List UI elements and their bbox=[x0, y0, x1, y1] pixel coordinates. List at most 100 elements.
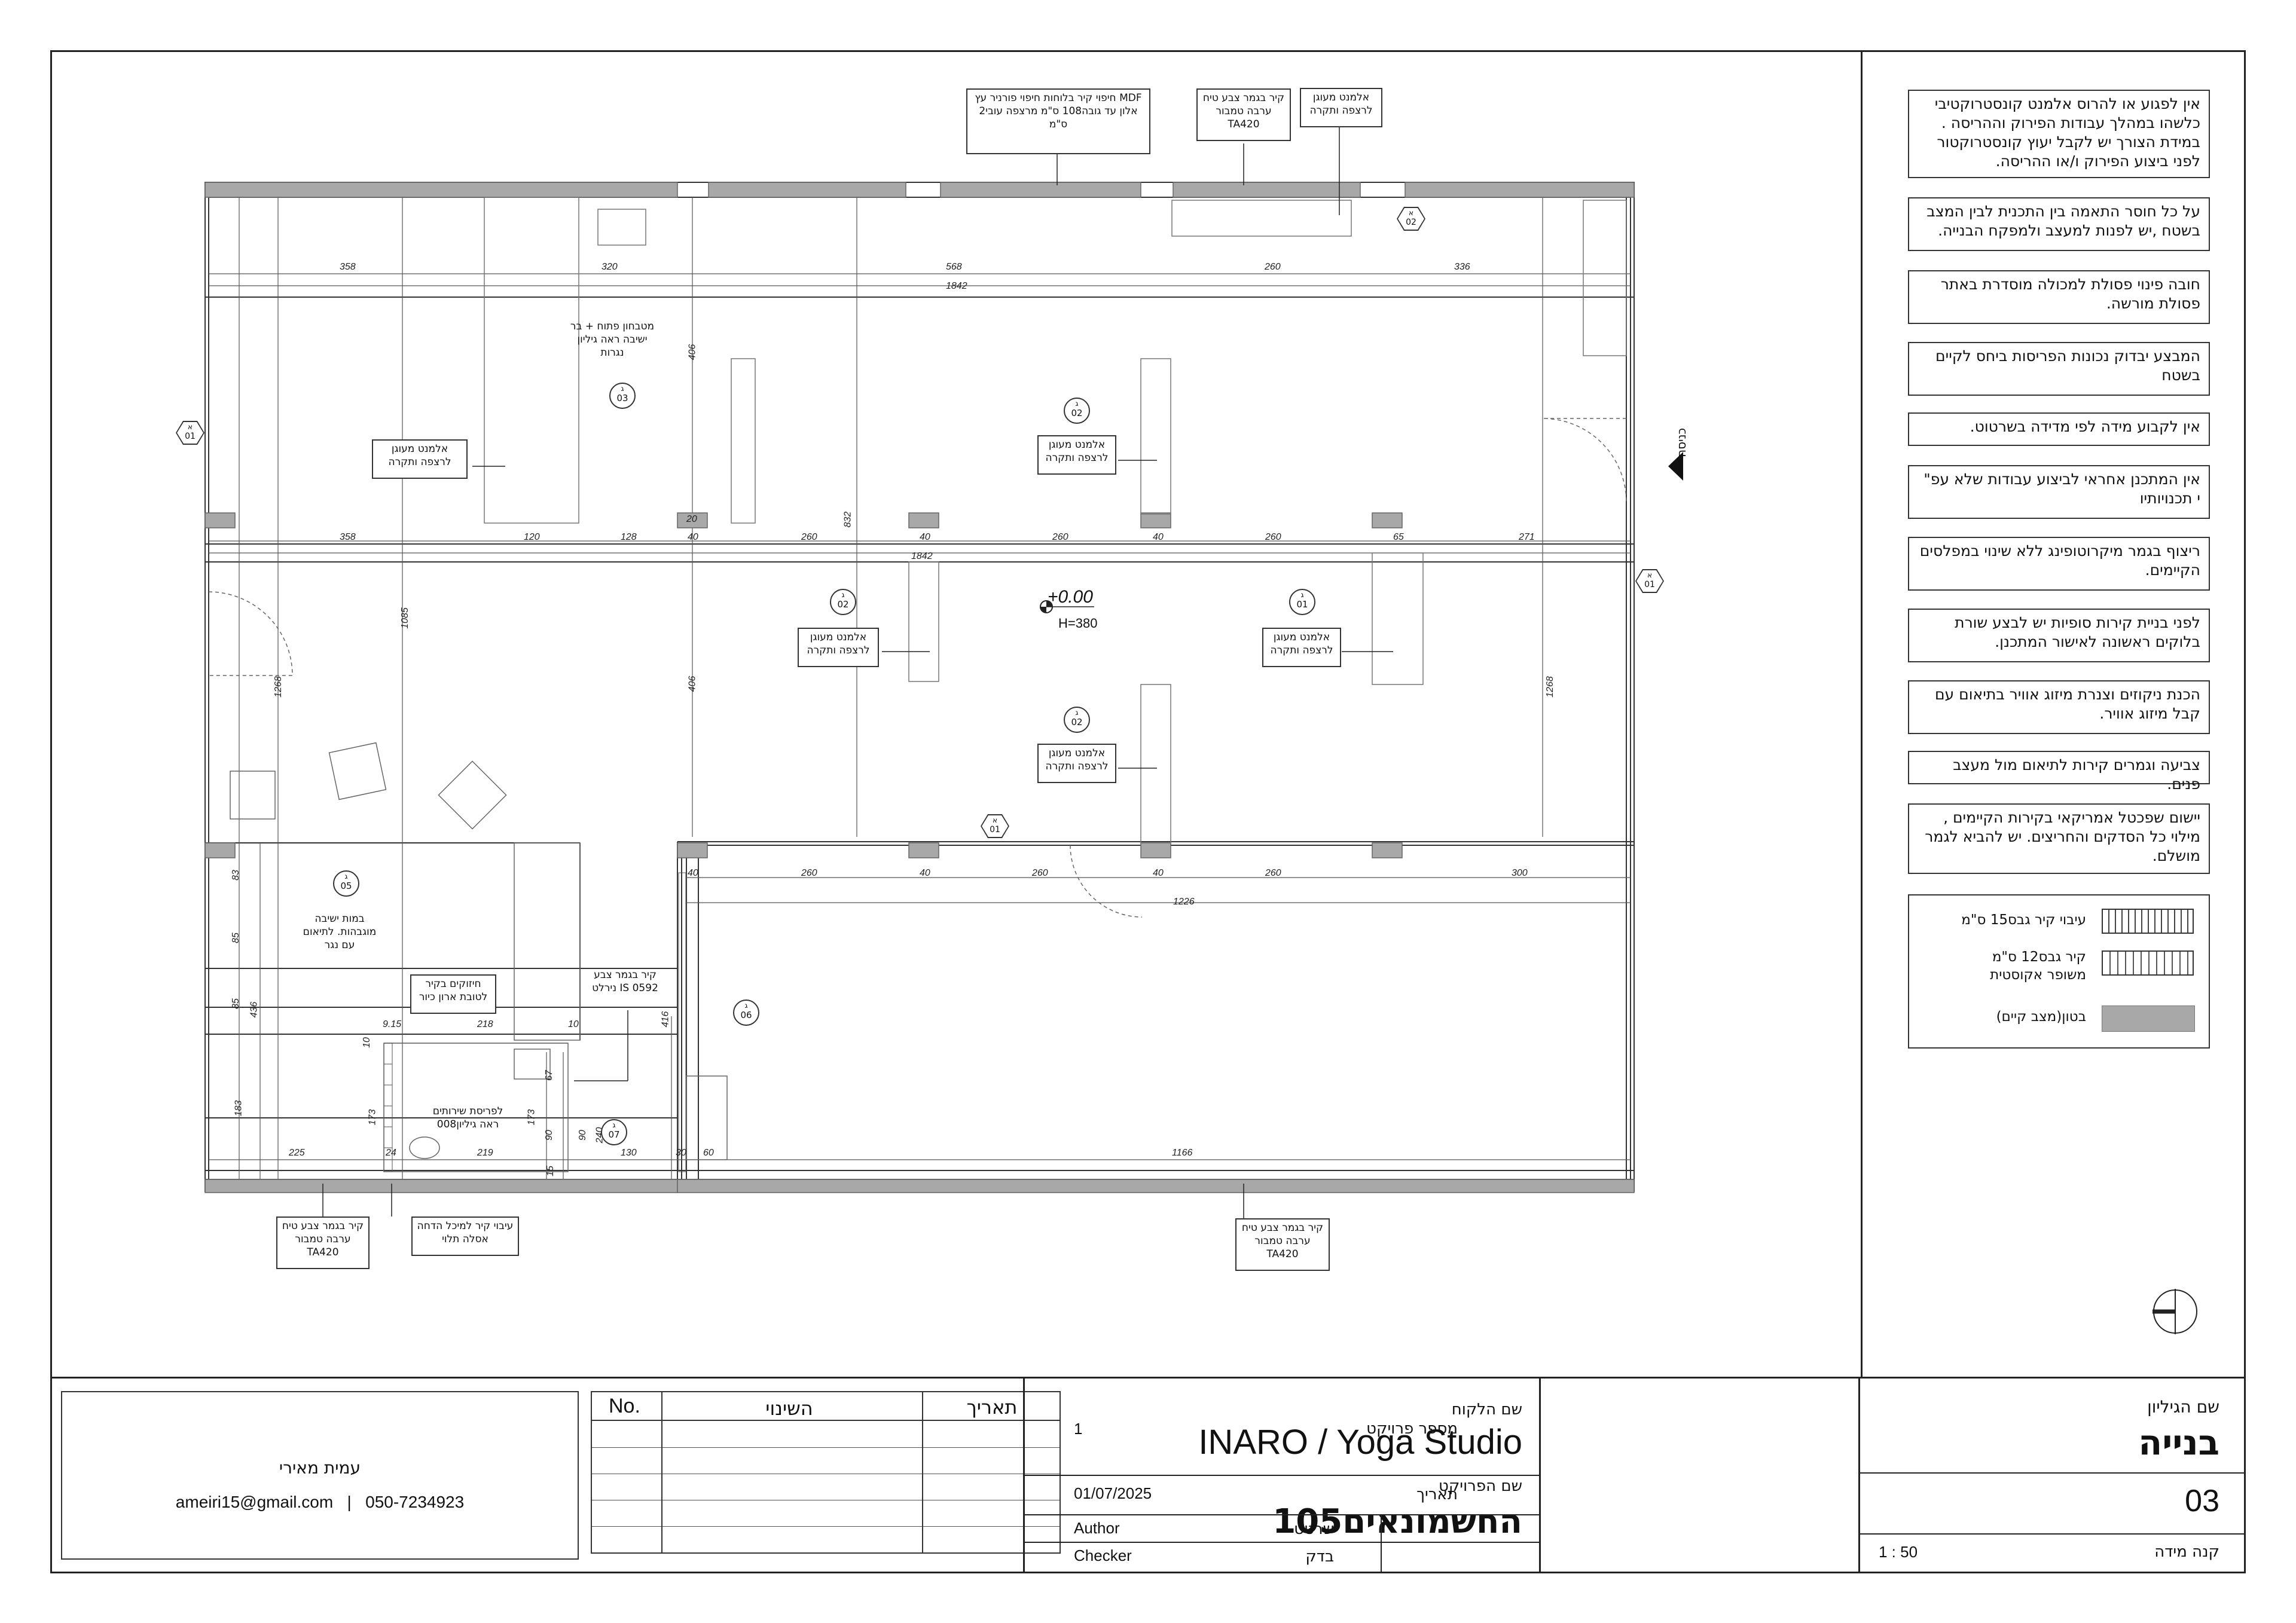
tag-anchored-center-2: אלמנט מעוגן לרצפה ותקרה bbox=[798, 628, 879, 667]
callout-number: 02 bbox=[1071, 408, 1083, 418]
dim: 260 bbox=[1265, 262, 1281, 272]
dim: 65 bbox=[1393, 532, 1404, 542]
section-letter: א bbox=[187, 423, 193, 431]
note-9: הכנת ניקוזים וצנרת מיזוג אוויר בתיאום עם… bbox=[1908, 680, 2210, 734]
callout-number: 02 bbox=[837, 599, 849, 610]
callout-number: 03 bbox=[616, 393, 628, 404]
checked-label: בדק bbox=[1305, 1548, 1334, 1566]
title-block: עמית מאירי ameiri15@gmail.com | 050-7234… bbox=[50, 1377, 2246, 1573]
rev-header-change: השינוי bbox=[765, 1397, 813, 1420]
dim: 260 bbox=[1265, 868, 1281, 878]
checked-value: Checker bbox=[1074, 1546, 1132, 1564]
date-value: 01/07/2025 bbox=[1074, 1484, 1152, 1502]
dim: 90 bbox=[544, 1130, 554, 1141]
dim: 260 bbox=[1032, 868, 1048, 878]
entrance-label: כניסה bbox=[1674, 427, 1689, 457]
level-value: +0.00 bbox=[1048, 587, 1093, 607]
dim: 219 bbox=[477, 1148, 493, 1158]
legend-swatch-acoustic-gypsum bbox=[2102, 950, 2194, 976]
tag-anchored-left: אלמנט מעוגן לרצפה ותקרה bbox=[372, 439, 468, 479]
legend-swatch-concrete bbox=[2102, 1005, 2195, 1032]
dim: 67 bbox=[544, 1070, 554, 1081]
dim: 85 bbox=[230, 933, 241, 943]
concrete-columns bbox=[204, 182, 1635, 1193]
dim: 320 bbox=[602, 262, 618, 272]
scale-value: 1 : 50 bbox=[1879, 1543, 1918, 1561]
date-label: תאריך bbox=[1416, 1486, 1458, 1503]
dim: 1226 bbox=[1173, 897, 1195, 907]
dim: 40 bbox=[920, 532, 930, 542]
dim: 1085 bbox=[399, 607, 410, 629]
tag-anchored-center-3: אלמנט מעוגן לרצפה ותקרה bbox=[1037, 744, 1116, 783]
project-value: החשמונאים105 bbox=[1272, 1502, 1522, 1541]
dim: 40 bbox=[920, 868, 930, 878]
dim: 260 bbox=[801, 532, 817, 542]
dim: 183 bbox=[233, 1100, 244, 1117]
dim: 406 bbox=[687, 344, 698, 360]
dim-labels: 358 320 568 260 336 1842 358 120 128 40 … bbox=[230, 262, 1555, 1176]
note-8: לפני בניית קירות סופיות יש לבצע שורת בלו… bbox=[1908, 609, 2210, 662]
dim: 10 bbox=[361, 1037, 372, 1048]
dim: 406 bbox=[687, 676, 698, 692]
dim: 358 bbox=[340, 262, 356, 272]
note-1: אין לפגוע או להרוס אלמנט קונסטרוקטיבי כל… bbox=[1908, 90, 2210, 178]
dim: 9.15 bbox=[383, 1019, 402, 1029]
notes-divider bbox=[1861, 50, 1863, 1379]
revisions-table: No. השינוי תאריך bbox=[591, 1391, 1061, 1554]
dim: 30 bbox=[676, 1148, 686, 1158]
dim: 173 bbox=[367, 1109, 378, 1126]
rev-header-no: No. bbox=[609, 1395, 640, 1417]
callout-number: 07 bbox=[608, 1129, 620, 1140]
dimension-lines bbox=[209, 197, 1631, 1188]
designer-contact: ameiri15@gmail.com | 050-7234923 bbox=[175, 1493, 465, 1511]
dim: 130 bbox=[621, 1148, 637, 1158]
drawing-frame bbox=[50, 50, 2246, 1573]
dim: 40 bbox=[688, 532, 698, 542]
sheet-label: שם הגיליון bbox=[2147, 1397, 2219, 1417]
designer-box: עמית מאירי ameiri15@gmail.com | 050-7234… bbox=[61, 1391, 579, 1560]
section-number: 01 bbox=[1644, 580, 1655, 589]
callout-number: 06 bbox=[740, 1010, 752, 1020]
note-2: על כל חוסר התאמה בין התכנית לבין המצב בש… bbox=[1908, 197, 2210, 251]
leader-arrows bbox=[322, 127, 1393, 1218]
client-label: שם הלקוח bbox=[1451, 1401, 1522, 1419]
designer-name: עמית מאירי bbox=[279, 1458, 361, 1478]
note-10: צביעה וגמרים קירות לתיאום מול מעצב פנים. bbox=[1908, 751, 2210, 793]
level-marker-icon bbox=[1040, 600, 1094, 613]
section-letter: א bbox=[1647, 571, 1653, 579]
title-block-divider bbox=[50, 1377, 2246, 1379]
scale-label: קנה מידה bbox=[2154, 1543, 2219, 1561]
callout-letter: ג bbox=[1075, 399, 1079, 408]
dim: 416 bbox=[660, 1011, 671, 1028]
tag-paint-bottom-left: קיר בגמר צבע טיח ערבה טמבור TA420 bbox=[276, 1217, 370, 1269]
dim: 218 bbox=[477, 1019, 493, 1029]
tag-anchored-center-1: אלמנט מעוגן לרצפה ותקרה bbox=[1037, 435, 1116, 475]
dim: 568 bbox=[946, 262, 962, 272]
dim: 83 bbox=[230, 870, 241, 881]
rev-header-date: תאריך bbox=[966, 1396, 1018, 1419]
level-height: H=380 bbox=[1058, 616, 1098, 631]
dim: 173 bbox=[526, 1109, 537, 1126]
tag-anchored-top: אלמנט מעוגן לרצפה ותקרה bbox=[1300, 88, 1382, 127]
dim: 225 bbox=[289, 1148, 305, 1158]
floor-plan bbox=[204, 127, 1683, 1218]
dim: 300 bbox=[1512, 868, 1528, 878]
dim: 1842 bbox=[911, 551, 933, 561]
drawn-label: שרטט bbox=[1294, 1520, 1334, 1538]
label-paint-is: קיר בגמר צבע IS 0592 נירלט bbox=[592, 969, 658, 994]
dim: 260 bbox=[801, 868, 817, 878]
dim: 1268 bbox=[273, 676, 283, 698]
drawn-value: Author bbox=[1074, 1519, 1120, 1537]
dim: 24 bbox=[386, 1148, 396, 1158]
dim: 128 bbox=[621, 532, 637, 542]
dim: 40 bbox=[1153, 868, 1164, 878]
callout-letter: ג bbox=[1075, 708, 1079, 717]
